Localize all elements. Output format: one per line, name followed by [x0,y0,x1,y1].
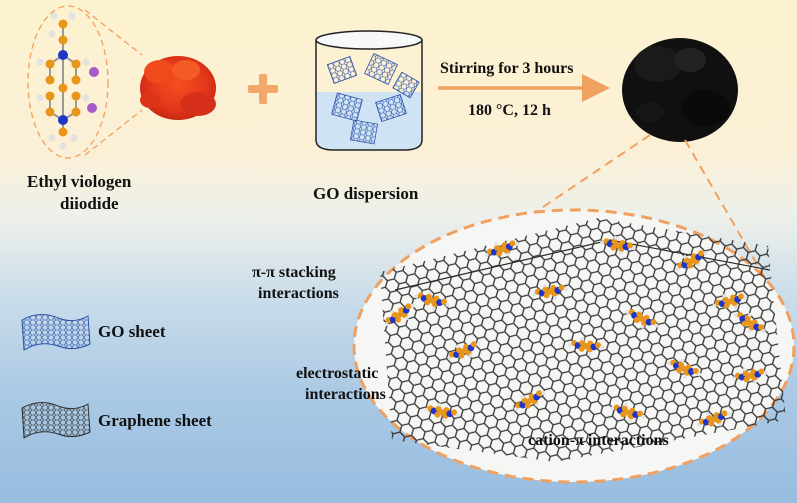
ethyl-viologen-molecule [36,12,90,150]
viologen-molecule [712,293,748,310]
legend-go-sheet-label: GO sheet [98,322,166,341]
viologen-molecule [513,390,546,411]
electrostatic-label-line1: electrostatic [296,365,379,382]
zoom-line-right [684,139,766,279]
iodide-ion-bottom [87,103,97,113]
pi-pi-label-line1: π-π stacking [252,264,336,281]
viologen-molecule [666,358,701,379]
molecule-highlight-oval [27,5,109,159]
go-sheet-legend-icon [21,314,91,351]
zoom-line-bottom [84,109,143,156]
viologen-molecule [732,367,768,384]
iodide-ion-top [89,67,99,77]
viologen-molecule [568,337,604,356]
cation-pi-label: cation-π interactions [528,432,669,449]
viologen-molecule [447,341,481,360]
viologen-molecule [484,240,519,257]
molecule-label-line2: diiodide [60,194,119,213]
viologen-molecule [414,290,450,311]
viologen-molecule [625,308,659,329]
viologen-molecule [610,402,646,423]
go-dispersion-label: GO dispersion [313,184,419,203]
plus-icon [248,74,278,104]
molecule-label-line1: Ethyl viologen [27,172,132,191]
viologen-molecule [733,312,766,333]
reaction-condition-top: Stirring for 3 hours [440,60,574,77]
viologen-molecule [424,402,460,422]
viologen-molecules-on-graphene [384,235,768,427]
black-powder-image [622,38,738,142]
red-powder-image [140,56,216,120]
viologen-molecule [384,303,415,327]
viologen-molecule [696,410,731,427]
legend-graphene-sheet-label: Graphene sheet [98,411,212,430]
viologen-molecule [675,250,708,271]
graphene-sheet-legend-icon [21,402,91,439]
electrostatic-label-line2: interactions [305,386,386,403]
pi-pi-label-line2: interactions [258,285,339,302]
beaker-icon [315,30,423,151]
viologen-molecule [532,283,568,300]
viologen-molecule [600,235,636,255]
zoom-line-top [84,9,143,56]
reaction-condition-bottom: 180 °C, 12 h [468,102,551,119]
